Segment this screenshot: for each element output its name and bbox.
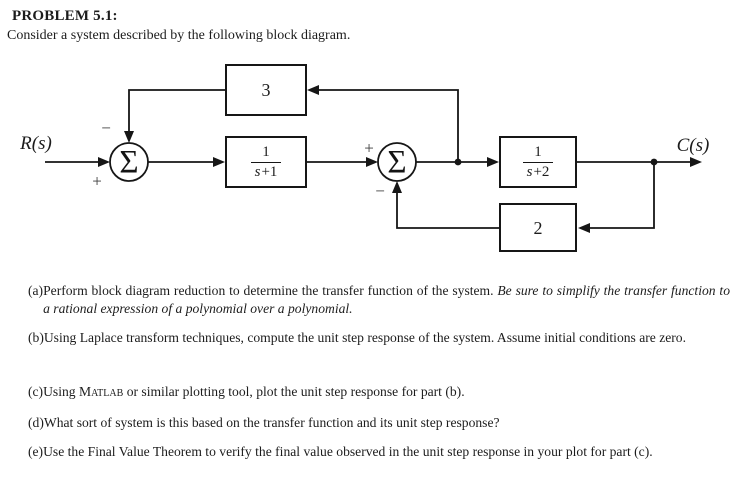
line-output-to-b2	[590, 162, 655, 229]
pickoff-node-2	[650, 158, 658, 166]
denominator-variable: s	[526, 163, 533, 180]
line-pickoff-to-b3	[319, 89, 459, 162]
sum-junction-2-sigma: Σ	[387, 144, 407, 181]
sum1-plus-sign: +	[92, 171, 102, 191]
output-signal-label: C(s)	[676, 135, 710, 156]
fraction-1-over-s-plus-2: 1 s+2	[522, 144, 554, 180]
item-text-normal: Perform block diagram reduction to deter…	[43, 283, 498, 298]
problem-title: PROBLEM 5.1:	[12, 8, 118, 24]
problem-item-c: (c) Using Matlab or similar plotting too…	[28, 383, 730, 401]
denominator-variable: s	[254, 163, 261, 180]
arrowhead-into-sum2-left	[366, 157, 378, 167]
item-label: (e)	[28, 444, 44, 459]
sum-junction-1-sigma: Σ	[119, 144, 139, 181]
item-text: Using Matlab or similar plotting tool, p…	[43, 383, 730, 401]
arrowhead-into-b2	[578, 223, 590, 233]
arrowheads-and-nodes	[98, 85, 702, 233]
sum1-minus-sign: −	[101, 118, 111, 138]
arrowhead-output	[690, 157, 702, 167]
summing-junctions	[109, 142, 417, 182]
arrowhead-into-g2	[487, 157, 499, 167]
signal-lines	[45, 89, 690, 229]
item-text: Perform block diagram reduction to deter…	[43, 282, 730, 318]
problem-item-b: (b) Using Laplace transform techniques, …	[28, 329, 730, 347]
fraction-denominator: s+1	[250, 161, 282, 180]
sum2-minus-sign: −	[375, 181, 385, 201]
line-b3-to-sum1	[128, 89, 225, 133]
block-tf-1-over-s-plus-1: 1 s+1	[225, 136, 307, 188]
denominator-rest: +1	[261, 163, 278, 180]
problem-item-d: (d) What sort of system is this based on…	[28, 414, 730, 432]
item-label: (b)	[28, 330, 44, 345]
block-tf-1-over-s-plus-2: 1 s+2	[499, 136, 577, 188]
fraction-denominator: s+2	[522, 161, 554, 180]
input-signal-label: R(s)	[20, 133, 52, 154]
arrowhead-into-sum1-left	[98, 157, 110, 167]
item-text: Using Laplace transform techniques, comp…	[43, 330, 687, 345]
fraction-numerator: 1	[534, 144, 542, 161]
block-feedback-gain-2: 2	[499, 203, 577, 252]
sum-junction-1-circle	[109, 142, 149, 182]
arrowhead-into-sum1-top	[124, 131, 134, 143]
problem-item-a: (a) Perform block diagram reduction to d…	[28, 282, 730, 318]
item-label: (c)	[28, 384, 44, 399]
sum2-plus-sign: +	[364, 138, 374, 158]
item-text-italic: Be sure to simplify the transfer functio…	[43, 283, 730, 316]
item-text-post: or similar plotting tool, plot the unit …	[123, 384, 465, 399]
problem-item-e: (e) Use the Final Value Theorem to verif…	[28, 443, 730, 461]
denominator-rest: +2	[533, 163, 550, 180]
problem-intro: Consider a system described by the follo…	[7, 28, 351, 43]
line-b2-to-sum2	[396, 192, 499, 229]
block-gain-2-label: 2	[533, 217, 543, 238]
fraction-numerator: 1	[262, 144, 270, 161]
block-feedback-gain-3: 3	[225, 64, 307, 116]
sum-junction-2-circle	[377, 142, 417, 182]
arrowhead-into-sum2-bottom	[392, 181, 402, 193]
item-label: (d)	[28, 415, 44, 430]
item-text: What sort of system is this based on the…	[43, 415, 500, 430]
item-text: Use the Final Value Theorem to verify th…	[43, 444, 653, 459]
block-gain-3-label: 3	[261, 80, 271, 100]
arrowhead-into-b3	[307, 85, 319, 95]
fraction-1-over-s-plus-1: 1 s+1	[250, 144, 282, 180]
item-label: (a)	[28, 283, 44, 298]
matlab-smallcaps: Matlab	[78, 384, 124, 399]
pickoff-node-1	[454, 158, 462, 166]
item-text-pre: Using	[43, 384, 79, 399]
arrowhead-into-g1	[213, 157, 225, 167]
